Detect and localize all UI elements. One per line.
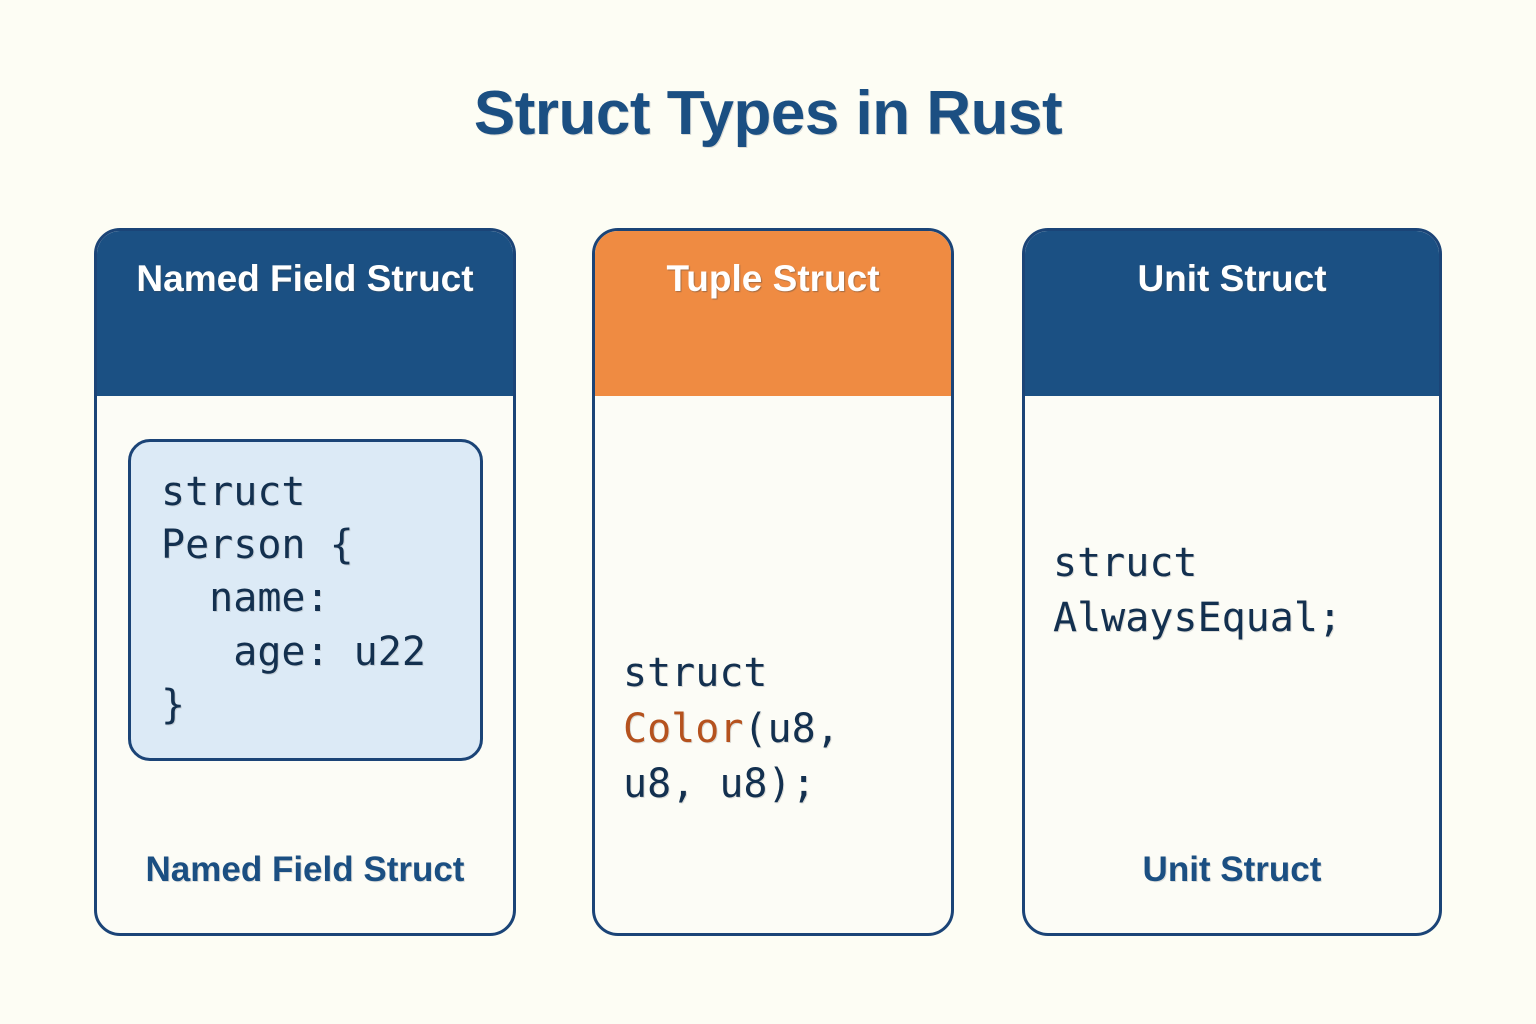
page-title: Struct Types in Rust [473,79,1063,148]
card-caption-unit-struct: Unit Struct [1142,850,1322,889]
card-body-unit-struct: struct AlwaysEqual; Unit Struct [1025,396,1439,933]
card-header-named-field-struct: Named Field Struct [97,231,513,396]
code-tuple-fields: (u8, u8, u8); [623,705,864,807]
card-body-tuple-struct: struct Color(u8, u8, u8); [595,396,951,933]
card-tuple-struct[interactable]: Tuple Struct struct Color(u8, u8, u8); [592,228,954,936]
card-caption-named-field-struct: Named Field Struct [145,850,465,889]
code-identifier-color: Color [623,705,744,752]
card-body-named-field-struct: struct Person { name: age: u22 } Named F… [97,396,513,933]
code-keyword-struct: struct [623,650,792,697]
card-header-tuple-struct: Tuple Struct [595,231,951,396]
struct-type-cards: Named Field Struct struct Person { name:… [94,228,1442,936]
code-snippet-alwaysequal: struct AlwaysEqual; [1053,540,1342,642]
card-header-unit-struct: Unit Struct [1025,231,1439,396]
code-box-named-field-struct: struct Person { name: age: u22 } [128,439,483,761]
card-unit-struct[interactable]: Unit Struct struct AlwaysEqual; Unit Str… [1022,228,1442,936]
card-named-field-struct[interactable]: Named Field Struct struct Person { name:… [94,228,516,936]
code-snippet-person: struct Person { name: age: u22 } [161,469,426,728]
code-snippet-color: struct Color(u8, u8, u8); [623,536,933,867]
